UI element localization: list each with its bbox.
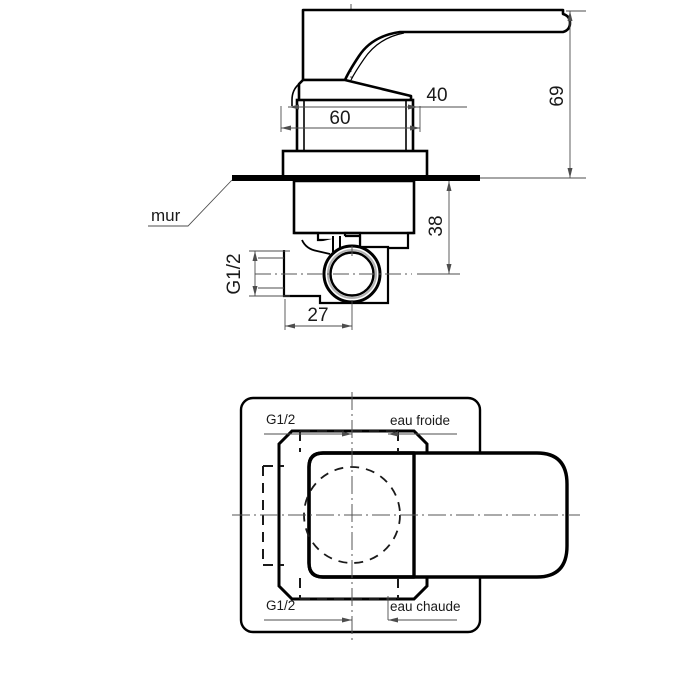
hidden-manifold-left-edges — [262, 465, 284, 566]
dimension-60: 60 — [280, 106, 421, 132]
bottom-view-group: G1/2 eau froide G1/2 eau chaude — [232, 392, 580, 640]
eauchaude-arrow — [388, 617, 398, 623]
dim38-text: 38 — [426, 215, 447, 236]
lever-skirt-left-curve — [291, 83, 300, 106]
dim60-arrow-left — [281, 125, 291, 131]
g12bottom-arrow — [342, 617, 352, 623]
dim69-arrow-bottom — [567, 168, 573, 178]
lever-arm-inner-edge — [350, 32, 405, 81]
mur-label-text: mur — [151, 206, 181, 225]
valve-shoulder-step — [294, 231, 414, 250]
lever-handle — [301, 8, 572, 82]
dim40-text: 40 — [426, 85, 447, 106]
hidden-manifold-vertical-edges — [299, 430, 399, 600]
dim60-text: 60 — [329, 108, 350, 129]
g12side-arrow-top — [252, 251, 258, 261]
dim27-text: 27 — [307, 305, 328, 326]
dim69-text: 69 — [547, 85, 568, 106]
dimension-g12-side: G1/2 — [224, 250, 290, 297]
dimension-40: 40 — [288, 85, 467, 110]
g12top-arrow — [342, 431, 352, 437]
g12side-text: G1/2 — [224, 253, 245, 294]
side-view-group: 60 40 69 38 — [148, 4, 586, 330]
label-eau-froide-group: eau froide — [388, 413, 457, 437]
g12bottom-text: G1/2 — [266, 598, 295, 613]
wall-line — [232, 175, 480, 181]
label-g12-bottom-group: G1/2 — [264, 598, 352, 623]
escutcheon-collar — [281, 149, 429, 180]
eauchaude-text: eau chaude — [390, 599, 461, 614]
dim60-arrow-right — [410, 125, 420, 131]
valve-body-buried — [292, 179, 416, 235]
dim40-arrow-left — [289, 104, 299, 110]
dimension-27: 27 — [284, 299, 353, 330]
mur-leader-line — [148, 179, 233, 227]
dim40-arrow-right — [408, 104, 418, 110]
eaufroide-arrow — [388, 431, 398, 437]
label-eau-chaude-group: eau chaude — [387, 596, 461, 623]
dimension-38: 38 — [417, 181, 460, 275]
dimension-69: 69 — [483, 10, 586, 179]
inlet-neck-extension — [258, 257, 284, 289]
eaufroide-text: eau froide — [390, 413, 450, 428]
dim38-arrow-bottom — [446, 264, 452, 274]
valve-body-upper — [295, 98, 415, 155]
dim27-arrow-right — [342, 323, 352, 329]
g12side-arrow-bottom — [252, 286, 258, 296]
dim27-arrow-left — [285, 323, 295, 329]
lever-hub-square — [307, 451, 416, 579]
dim69-arrow-top — [567, 11, 573, 21]
label-mur-group: mur — [148, 179, 233, 227]
g12top-text: G1/2 — [266, 412, 295, 427]
tee-chamfer-line — [301, 239, 331, 255]
dim38-arrow-top — [446, 181, 452, 191]
label-g12-top-group: G1/2 — [264, 412, 352, 437]
